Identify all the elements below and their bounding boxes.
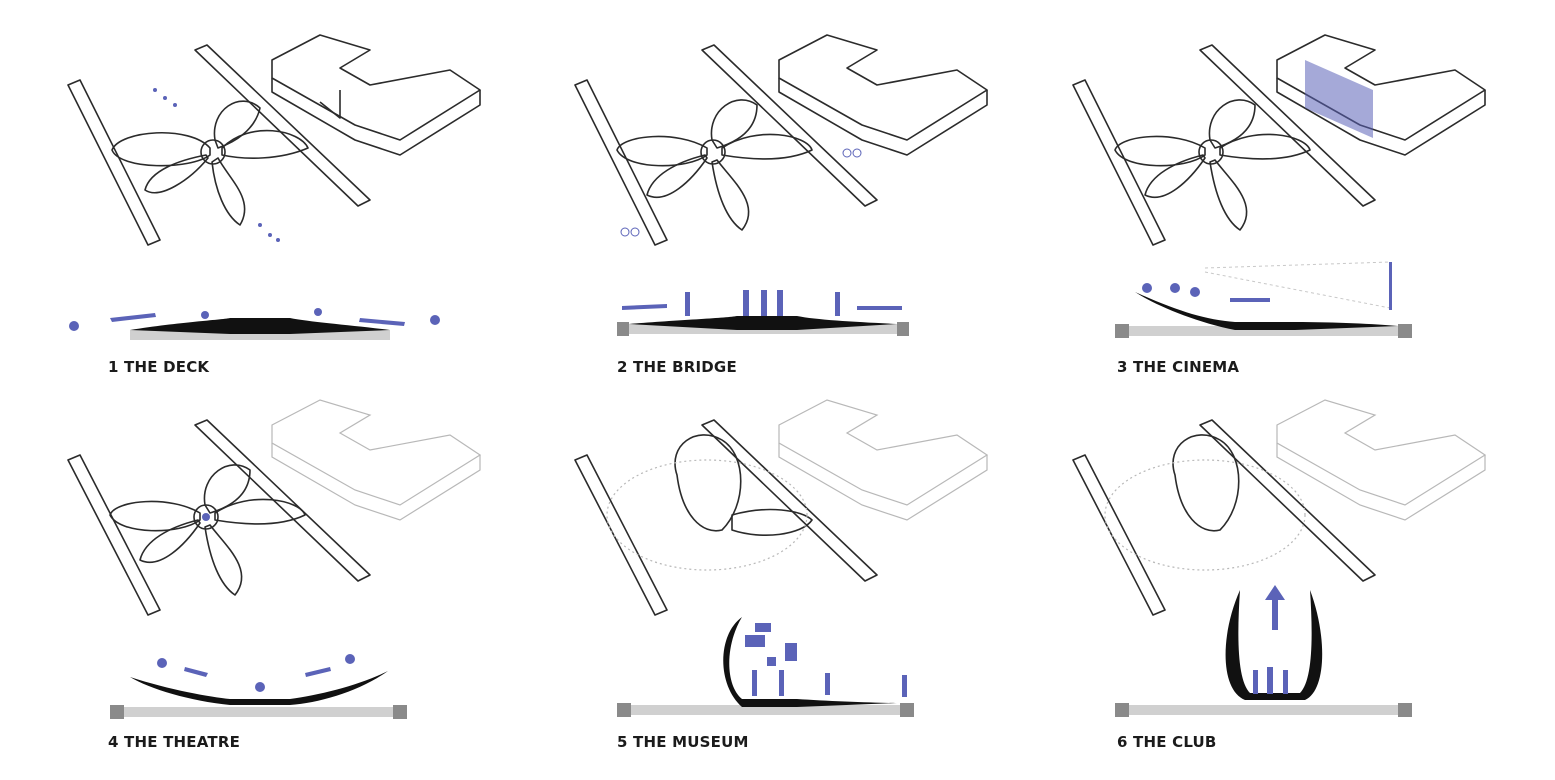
building-block [1276, 399, 1487, 521]
pavilion-flower [109, 464, 306, 596]
bridge-axonometric [574, 34, 988, 246]
museum-axonometric [574, 399, 989, 616]
panel-caption: 5 THE MUSEUM [617, 733, 749, 751]
panel-caption: 6 THE CLUB [1117, 733, 1217, 751]
screen-line [1389, 262, 1392, 310]
club-section [1115, 585, 1412, 717]
theatre-axonometric [67, 399, 482, 616]
building-block [271, 399, 482, 521]
museum-section [617, 617, 914, 717]
closed-pavilion [1104, 434, 1306, 571]
building-block [1276, 34, 1486, 156]
bridge-section [617, 290, 909, 336]
theatre-section [110, 654, 407, 719]
panel-deck: 1 THE DECK [50, 30, 550, 415]
pavilion-flower [616, 99, 813, 231]
cinema-axonometric [1072, 34, 1486, 246]
building-block [778, 399, 989, 521]
panel-theatre: 4 THE THEATRE [50, 395, 550, 780]
projection-screen [1305, 60, 1373, 138]
cinema-section [1115, 261, 1412, 338]
deck-section [69, 308, 440, 340]
bicycle-icon [620, 148, 862, 237]
panel-caption: 3 THE CINEMA [1117, 358, 1240, 376]
pavilion-flower [1114, 99, 1311, 231]
panel-bridge: 2 THE BRIDGE [557, 30, 1057, 415]
pavilion-flower [111, 100, 309, 226]
building-block [778, 34, 988, 156]
panel-club: 6 THE CLUB [1055, 395, 1555, 780]
deck-axonometric [67, 34, 481, 246]
panel-caption: 2 THE BRIDGE [617, 358, 737, 376]
club-axonometric [1072, 399, 1487, 616]
people-dots [153, 88, 280, 242]
panel-caption: 4 THE THEATRE [108, 733, 241, 751]
closed-pavilion [606, 434, 813, 571]
panel-caption: 1 THE DECK [108, 358, 210, 376]
panel-cinema: 3 THE CINEMA [1055, 30, 1555, 415]
building-block [271, 34, 481, 156]
panel-museum: 5 THE MUSEUM [557, 395, 1057, 780]
